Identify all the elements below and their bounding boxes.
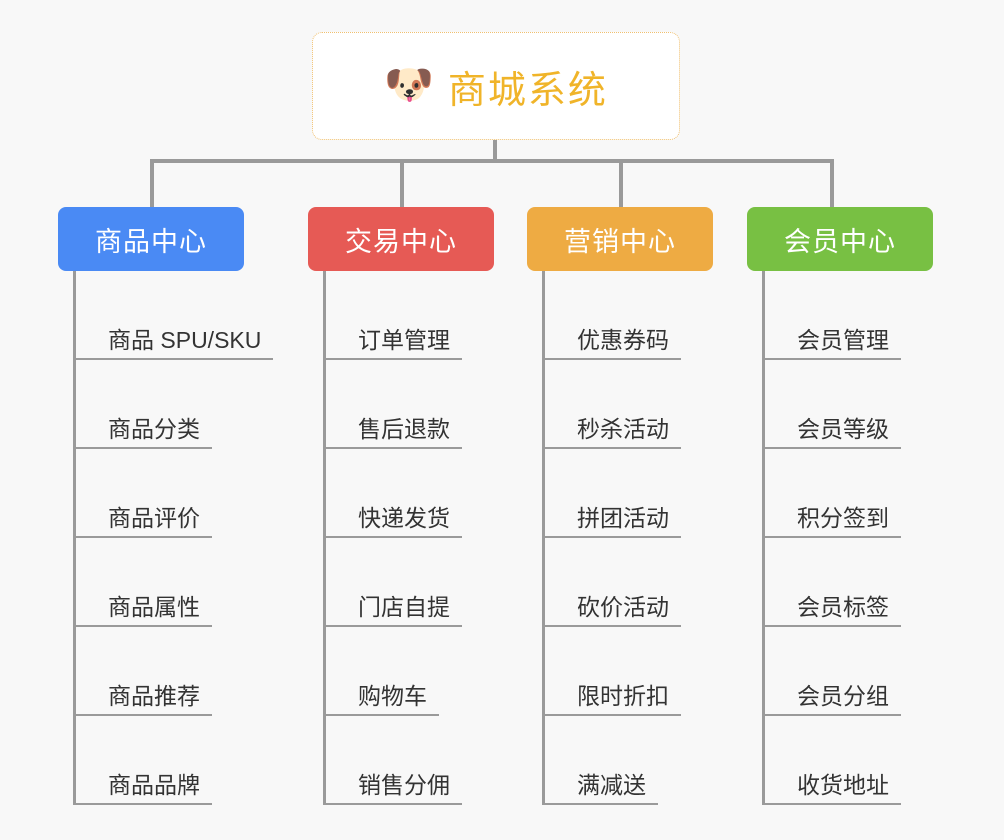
leaf-underline (326, 358, 462, 360)
leaf-item[interactable]: 商品推荐 (76, 627, 244, 716)
leaf-underline (765, 358, 901, 360)
leaf-item[interactable]: 积分签到 (765, 449, 933, 538)
column-header-label: 商品中心 (95, 226, 207, 257)
leaf-label: 会员分组 (797, 683, 889, 709)
leaf-underline (76, 625, 212, 627)
leaf-underline (765, 803, 901, 805)
leaf-label: 优惠券码 (577, 327, 669, 353)
leaf-item[interactable]: 收货地址 (765, 716, 933, 805)
leaf-underline (326, 714, 439, 716)
leaf-label: 收货地址 (797, 772, 889, 798)
leaf-label: 商品分类 (108, 416, 200, 442)
leaf-underline (76, 447, 212, 449)
leaf-label: 砍价活动 (577, 594, 669, 620)
connector-drop-3 (619, 159, 623, 207)
column-header-2[interactable]: 交易中心 (308, 207, 494, 271)
leaf-underline (76, 536, 212, 538)
leaf-underline (326, 447, 462, 449)
leaf-underline (765, 625, 901, 627)
leaf-underline (545, 803, 658, 805)
root-node[interactable]: 🐶 商城系统 (312, 32, 680, 140)
leaf-label: 限时折扣 (577, 683, 669, 709)
leaf-underline (545, 358, 681, 360)
leaf-label: 商品品牌 (108, 772, 200, 798)
leaf-item[interactable]: 限时折扣 (545, 627, 713, 716)
leaf-item[interactable]: 商品 SPU/SKU (76, 271, 273, 360)
leaf-item[interactable]: 售后退款 (326, 360, 494, 449)
leaf-label: 商品评价 (108, 505, 200, 531)
leaf-item[interactable]: 商品评价 (76, 449, 244, 538)
connector-drop-1 (150, 159, 154, 207)
leaf-underline (76, 803, 212, 805)
leaf-item[interactable]: 会员标签 (765, 538, 933, 627)
leaf-item[interactable]: 满减送 (545, 716, 713, 805)
connector-root-stem (493, 140, 497, 163)
leaf-label: 售后退款 (358, 416, 450, 442)
column-2: 交易中心订单管理售后退款快递发货门店自提购物车销售分佣 (308, 207, 494, 805)
leaf-underline (326, 625, 462, 627)
leaf-label: 会员等级 (797, 416, 889, 442)
column-header-4[interactable]: 会员中心 (747, 207, 933, 271)
leaf-underline (765, 536, 901, 538)
leaf-label: 积分签到 (797, 505, 889, 531)
leaf-label: 商品 SPU/SKU (108, 327, 262, 353)
leaf-item[interactable]: 拼团活动 (545, 449, 713, 538)
leaf-underline (545, 447, 681, 449)
column-header-label: 营销中心 (564, 226, 676, 257)
leaf-underline (76, 714, 212, 716)
column-header-1[interactable]: 商品中心 (58, 207, 244, 271)
leaf-label: 销售分佣 (358, 772, 450, 798)
column-1: 商品中心商品 SPU/SKU 商品分类商品评价商品属性商品推荐商品品牌 (58, 207, 273, 805)
leaf-item[interactable]: 门店自提 (326, 538, 494, 627)
leaf-item[interactable]: 优惠券码 (545, 271, 713, 360)
leaf-label: 快递发货 (358, 505, 450, 531)
leaf-label: 购物车 (358, 683, 427, 709)
column-header-3[interactable]: 营销中心 (527, 207, 713, 271)
leaf-list-4: 会员管理会员等级积分签到会员标签会员分组收货地址 (762, 271, 933, 805)
leaf-item[interactable]: 会员等级 (765, 360, 933, 449)
leaf-underline (326, 803, 462, 805)
leaf-item[interactable]: 商品分类 (76, 360, 244, 449)
leaf-underline (76, 358, 273, 360)
leaf-item[interactable]: 快递发货 (326, 449, 494, 538)
leaf-list-1: 商品 SPU/SKU 商品分类商品评价商品属性商品推荐商品品牌 (73, 271, 273, 805)
leaf-underline (545, 625, 681, 627)
leaf-item[interactable]: 商品品牌 (76, 716, 244, 805)
leaf-label: 商品推荐 (108, 683, 200, 709)
leaf-label: 会员管理 (797, 327, 889, 353)
leaf-label: 商品属性 (108, 594, 200, 620)
leaf-item[interactable]: 会员分组 (765, 627, 933, 716)
leaf-item[interactable]: 砍价活动 (545, 538, 713, 627)
connector-drop-4 (830, 159, 834, 207)
leaf-list-2: 订单管理售后退款快递发货门店自提购物车销售分佣 (323, 271, 494, 805)
leaf-label: 秒杀活动 (577, 416, 669, 442)
leaf-item[interactable]: 商品属性 (76, 538, 244, 627)
leaf-list-3: 优惠券码秒杀活动拼团活动砍价活动限时折扣满减送 (542, 271, 713, 805)
connector-drop-2 (400, 159, 404, 207)
column-header-label: 会员中心 (784, 226, 896, 257)
leaf-underline (326, 536, 462, 538)
leaf-item[interactable]: 销售分佣 (326, 716, 494, 805)
leaf-underline (545, 714, 681, 716)
shiba-dog-icon: 🐶 (384, 63, 434, 107)
leaf-label: 订单管理 (358, 327, 450, 353)
leaf-item[interactable]: 购物车 (326, 627, 494, 716)
leaf-label: 满减送 (577, 772, 646, 798)
column-4: 会员中心会员管理会员等级积分签到会员标签会员分组收货地址 (747, 207, 933, 805)
column-header-label: 交易中心 (345, 226, 457, 257)
root-title: 商城系统 (447, 69, 608, 112)
leaf-label: 门店自提 (358, 594, 450, 620)
leaf-underline (545, 536, 681, 538)
leaf-item[interactable]: 会员管理 (765, 271, 933, 360)
column-3: 营销中心优惠券码秒杀活动拼团活动砍价活动限时折扣满减送 (527, 207, 713, 805)
leaf-underline (765, 714, 901, 716)
leaf-item[interactable]: 秒杀活动 (545, 360, 713, 449)
leaf-underline (765, 447, 901, 449)
leaf-item[interactable]: 订单管理 (326, 271, 494, 360)
leaf-label: 拼团活动 (577, 505, 669, 531)
connector-horizontal-bus (150, 159, 834, 163)
leaf-label: 会员标签 (797, 594, 889, 620)
